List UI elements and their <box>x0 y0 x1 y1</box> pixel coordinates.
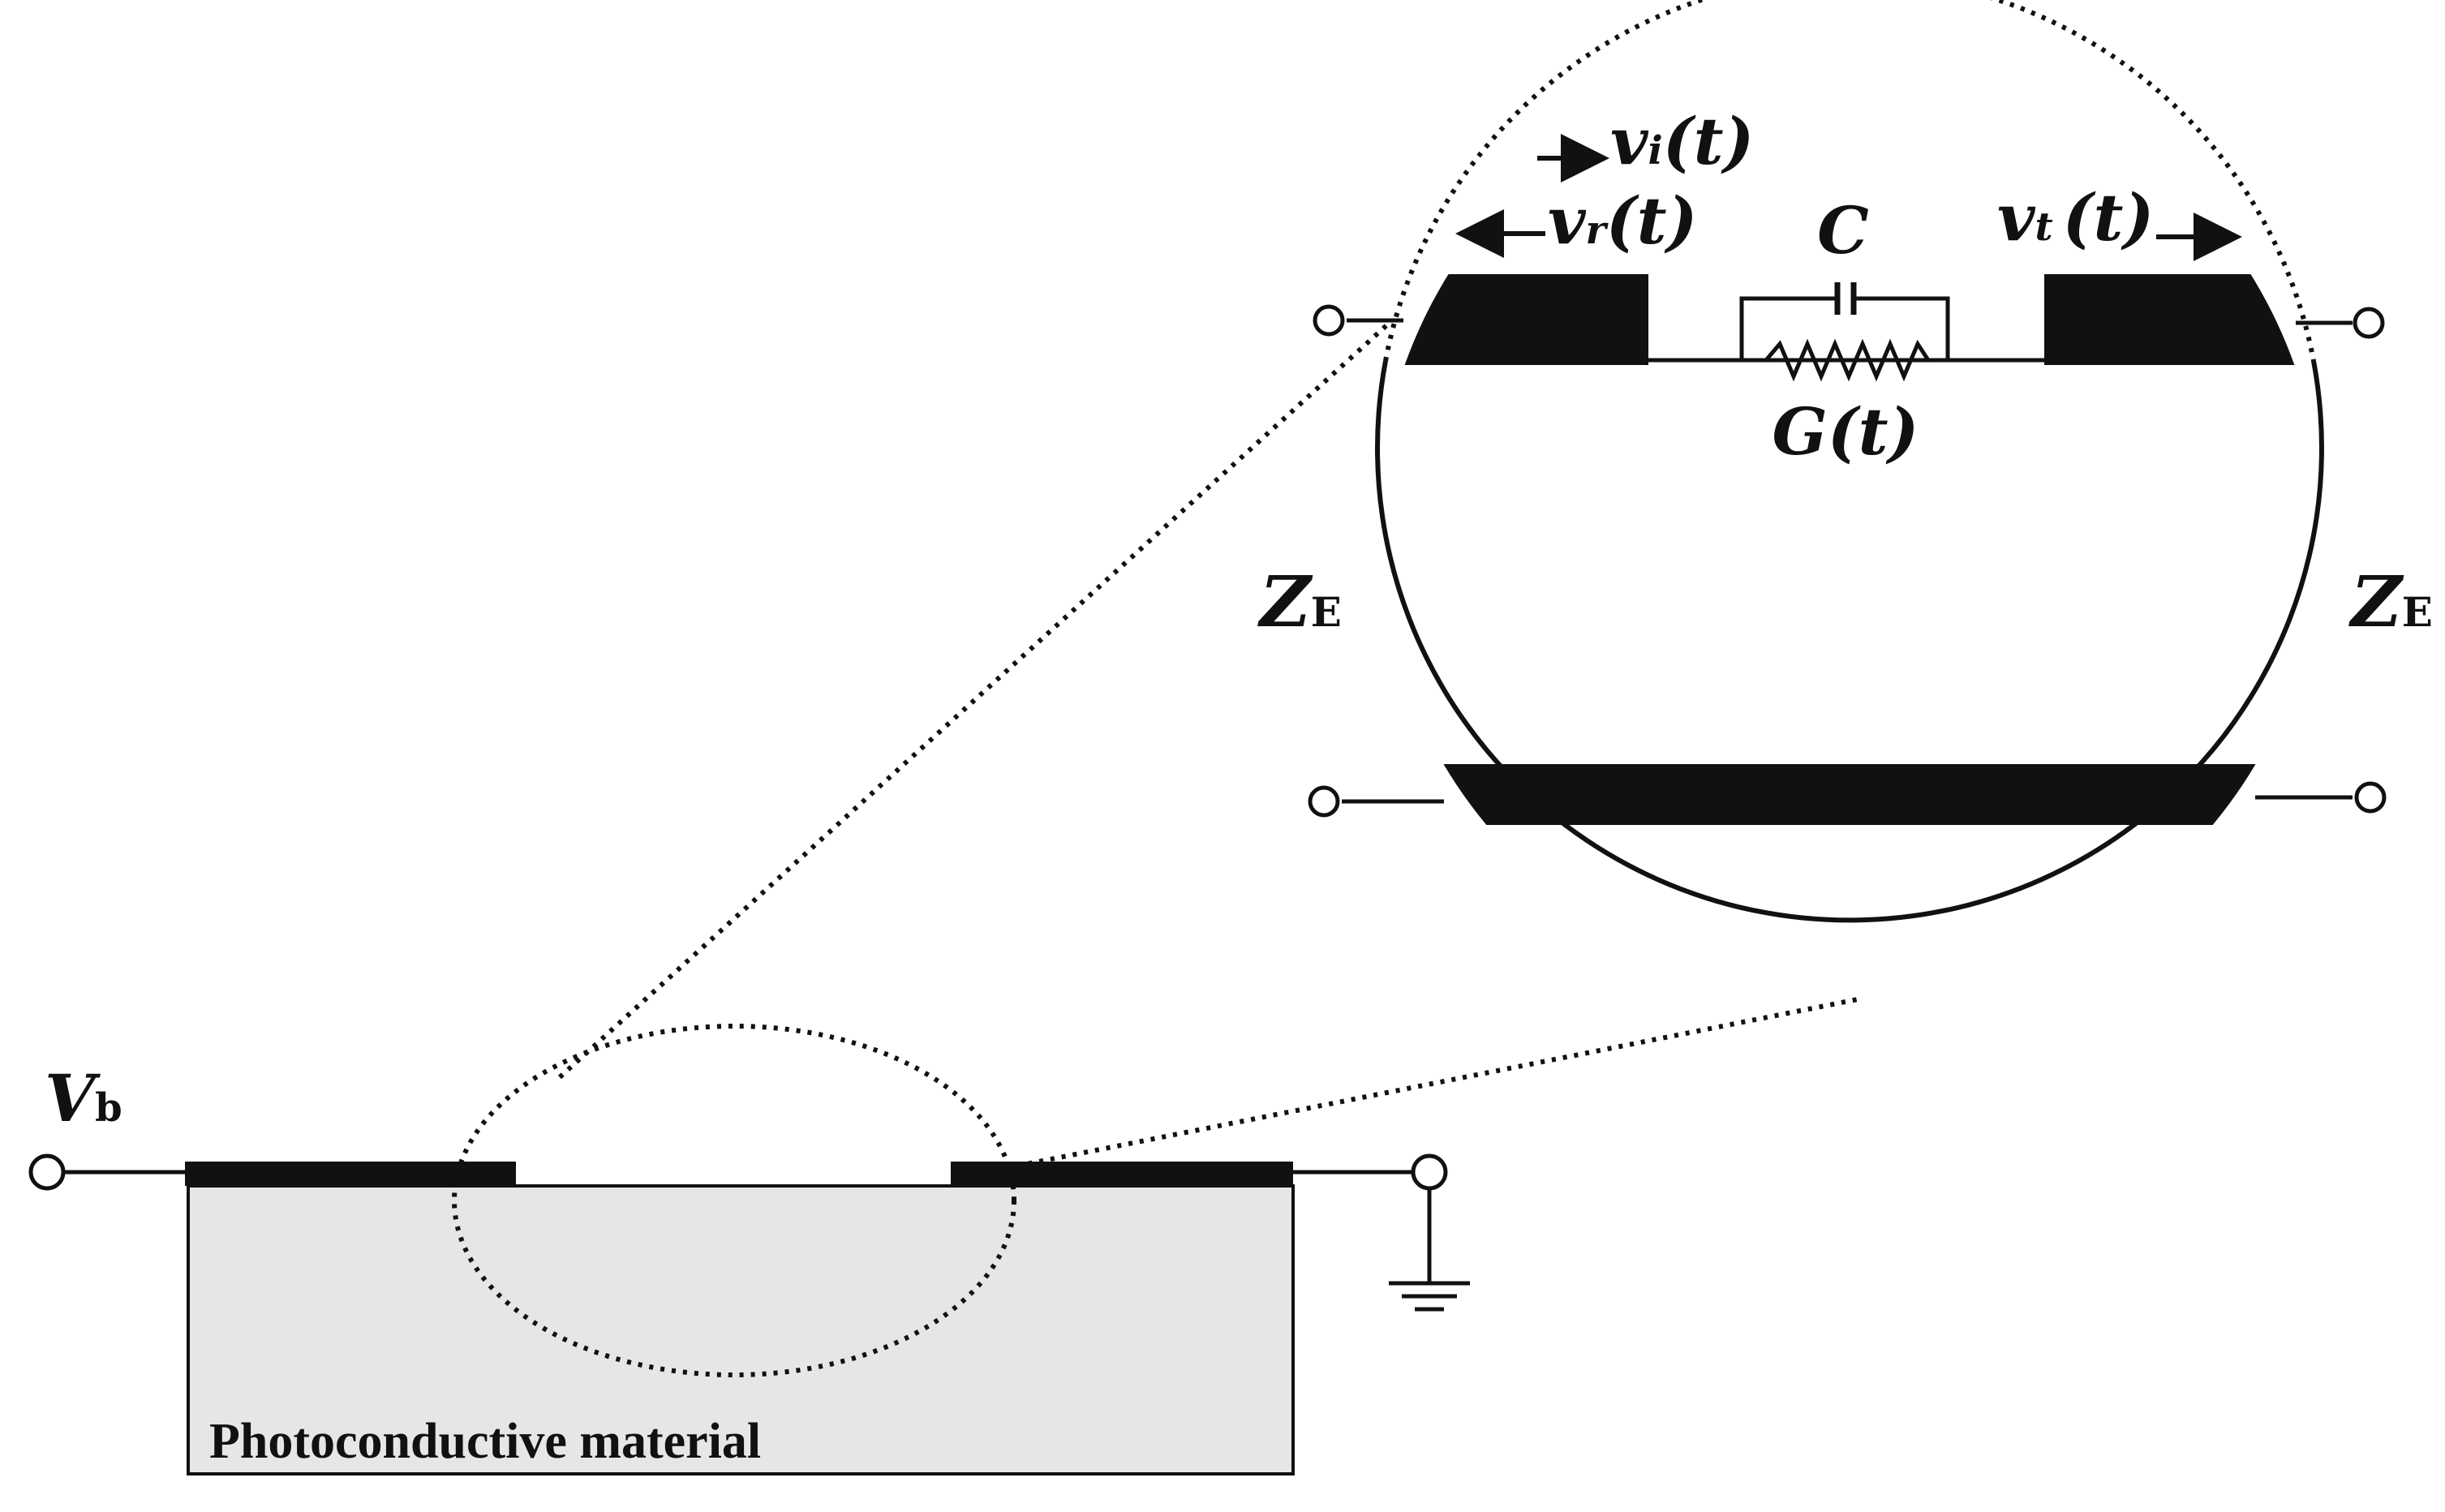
zoom-line-right <box>1005 997 1858 1171</box>
impedance-label-left: ZE <box>1257 561 1342 643</box>
top-right-terminal[interactable] <box>2353 307 2385 339</box>
top-left-electrode <box>1377 274 1648 365</box>
photoconductive-switch: Photoconductive material Vb <box>28 1024 1470 1475</box>
magnified-circle-solid-arc <box>1375 360 2324 923</box>
ground-terminal[interactable] <box>1411 1153 1448 1191</box>
capacitor-label: C <box>1817 192 1869 268</box>
photoconductive-material-label: Photoconductive material <box>209 1414 761 1469</box>
gap-region-dotted-ellipse <box>452 1024 1016 1377</box>
gap-circuit <box>1648 282 2046 363</box>
impedance-label-right: ZE <box>2348 561 2433 643</box>
top-right-electrode <box>2044 274 2322 365</box>
bottom-left-terminal[interactable] <box>1308 785 1340 818</box>
zoom-line-left <box>557 318 1394 1080</box>
conductance-resistor-icon <box>1764 338 1931 382</box>
magnified-circle-dotted-arc <box>1383 0 2316 362</box>
incident-voltage-label: vi(t) <box>1610 103 1754 179</box>
right-electrode <box>951 1162 1293 1186</box>
bias-terminal[interactable] <box>28 1153 66 1191</box>
conductance-label: G(t) <box>1773 393 1919 470</box>
top-left-terminal[interactable] <box>1313 304 1345 337</box>
ground-plane-strip <box>1377 764 2322 825</box>
bottom-right-terminal[interactable] <box>2354 781 2387 814</box>
magnified-equivalent-circuit: vi(t) vr(t) vt(t) C G(t) ZE ZE <box>1257 0 2433 923</box>
reflected-voltage-label: vr(t) <box>1548 183 1697 259</box>
ground-symbol-icon <box>1389 1188 1470 1312</box>
bias-voltage-label: Vb <box>45 1060 122 1136</box>
left-electrode <box>185 1162 516 1186</box>
photoconductive-substrate <box>187 1184 1295 1475</box>
zoom-connector-lines <box>557 318 1858 1171</box>
transmitted-voltage-label: vt(t) <box>1997 179 2154 256</box>
